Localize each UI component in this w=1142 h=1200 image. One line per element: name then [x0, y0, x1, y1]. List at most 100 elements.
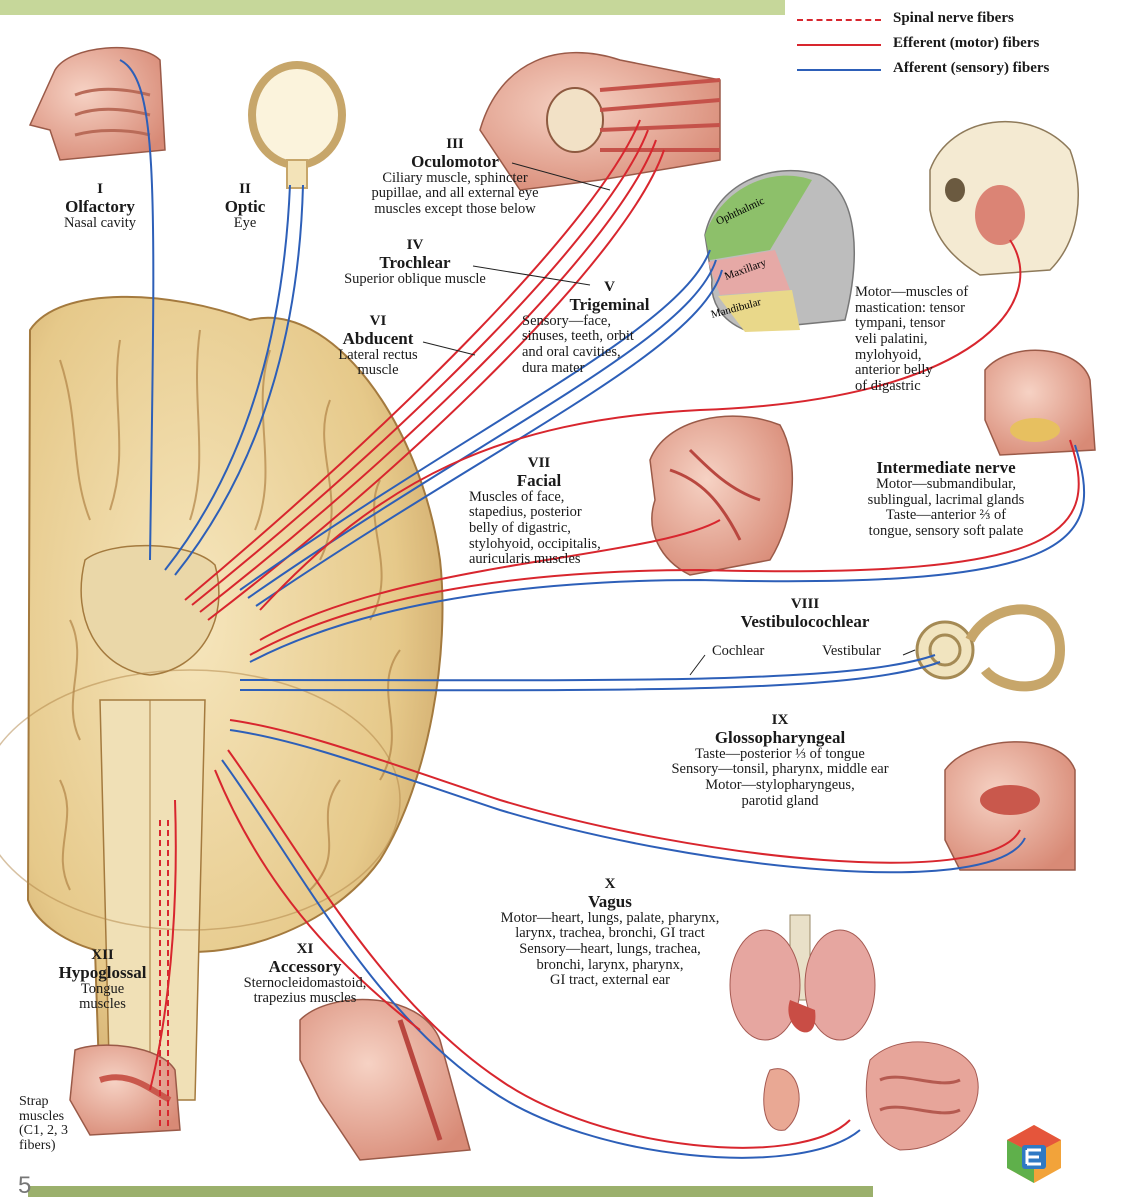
glossopharyngeal-name: Glossopharyngeal [714, 727, 846, 747]
facial-number: VII [527, 455, 551, 471]
tongue-illustration [69, 1044, 181, 1136]
legend-item-afferent: Afferent (sensory) fibers [797, 58, 1137, 83]
mastication-label: Motor—muscles of mastication: tensor tym… [855, 284, 1015, 395]
legend-label-spinal: Spinal nerve fibers [893, 10, 1014, 26]
olfactory-name: Olfactory [65, 196, 135, 216]
trochlear-name: Trochlear [379, 252, 451, 272]
pharynx-illustration [944, 741, 1076, 871]
inner-ear-illustration [915, 604, 1066, 692]
olfactory-desc: Nasal cavity [63, 214, 137, 231]
optic-desc: Eye [233, 214, 257, 231]
oculomotor-fiber-1 [184, 119, 641, 601]
page-number: 5 [18, 1172, 32, 1199]
glossopharyngeal-fiber-1 [229, 719, 1021, 864]
abducent-desc: Lateral rectus muscle [338, 346, 418, 379]
facial-name: Facial [516, 470, 562, 490]
thorax-gi-illustration [729, 914, 979, 1151]
abducent-label: VI Abducent Lateral rectus muscle [318, 313, 438, 379]
olfactory-label: I Olfactory Nasal cavity [40, 181, 160, 231]
leader-lines [422, 162, 916, 676]
cochlear-fiber [239, 654, 936, 682]
legend-swatch-spinal [797, 19, 881, 21]
legend-label-afferent: Afferent (sensory) fibers [893, 60, 1050, 76]
hypoglossal-fiber [149, 799, 177, 1091]
vagus-number: X [604, 876, 616, 892]
optic-number: II [239, 181, 251, 197]
vagus-desc: Motor—heart, lungs, palate, pharynx, lar… [500, 909, 720, 989]
legend-swatch-efferent [797, 44, 881, 46]
trigeminal-desc: Sensory—face, sinuses, teeth, orbit and … [522, 312, 634, 376]
vagus-label: X Vagus Motor—heart, lungs, palate, phar… [455, 876, 765, 989]
vagus-fiber-2 [221, 759, 861, 1159]
intermediate-nerve-name: Intermediate nerve [876, 458, 1016, 477]
legend-swatch-afferent [797, 69, 881, 71]
olfactory-number: I [97, 181, 103, 197]
trochlear-desc: Superior oblique muscle [344, 270, 486, 287]
facial-fiber [259, 519, 721, 641]
vestibulocochlear-name: Vestibulocochlear [740, 611, 870, 631]
hypoglossal-name: Hypoglossal [58, 962, 147, 982]
accessory-fiber [214, 769, 421, 1031]
intermediate-nerve-desc: Motor—submandibular, sublingual, lacrima… [867, 475, 1025, 539]
intermediate-nerve-label: Intermediate nerve Motor—submandibular, … [836, 459, 1056, 539]
oculomotor-fiber-2 [191, 129, 649, 606]
cochlear-label: Cochlear [712, 643, 765, 659]
trochlear-label: IV Trochlear Superior oblique muscle [315, 237, 515, 287]
nasal-cavity-illustration [28, 46, 166, 161]
accessory-name: Accessory [268, 956, 342, 976]
oral-cavity-illustration [984, 349, 1096, 456]
strap-muscles-label: Strap muscles (C1, 2, 3 fibers) [19, 1094, 68, 1154]
oculomotor-number: III [446, 136, 464, 152]
glossopharyngeal-fiber-2 [229, 729, 1026, 874]
trochlear-number: IV [406, 237, 424, 253]
intermediate-fiber-1 [249, 439, 1080, 656]
vestibulocochlear-number: VIII [790, 596, 820, 612]
abducent-number: VI [369, 313, 387, 329]
vagus-name: Vagus [588, 891, 632, 911]
optic-fiber-1 [164, 184, 291, 571]
facial-muscles-illustration [649, 415, 794, 576]
vestibular-fiber [239, 661, 941, 692]
facial-label: VII Facial Muscles of face, stapedius, p… [469, 455, 659, 568]
accessory-desc: Sternocleidomastoid, trapezius muscles [243, 974, 367, 1007]
oculomotor-label: III Oculomotor Ciliary muscle, sphincter… [320, 136, 590, 218]
vestibular-label: Vestibular [822, 643, 881, 659]
olfactory-fiber [119, 59, 155, 561]
legend-item-spinal: Spinal nerve fibers [797, 8, 1137, 33]
trigeminal-label: V Trigeminal Sensory—face, sinuses, teet… [522, 279, 697, 376]
mastication-desc: Motor—muscles of mastication: tensor tym… [855, 284, 969, 394]
abducent-fiber [207, 149, 665, 621]
eye-illustration [248, 61, 346, 189]
vestibulocochlear-label: VIII Vestibulocochlear [700, 596, 910, 631]
accessory-label: XI Accessory Sternocleidomastoid, trapez… [210, 941, 400, 1007]
bottom-accent-bar [28, 1186, 873, 1197]
hypoglossal-label: XII Hypoglossal Tongue muscles [40, 947, 165, 1013]
neck-illustration [299, 998, 471, 1161]
hypoglossal-number: XII [91, 947, 114, 963]
glossopharyngeal-desc: Taste—posterior ⅓ of tongue Sensory—tons… [671, 745, 889, 809]
oculomotor-name: Oculomotor [411, 151, 499, 171]
oculomotor-desc: Ciliary muscle, sphincter pupillae, and … [371, 169, 539, 217]
trigeminal-fiber-3 [255, 269, 723, 607]
legend-label-efferent: Efferent (motor) fibers [893, 35, 1040, 51]
trigeminal-head-illustration: Ophthalmic Maxillary Mandibular [704, 170, 855, 332]
legend: Spinal nerve fibers Efferent (motor) fib… [797, 8, 1137, 83]
skull-illustration [929, 121, 1079, 276]
optic-fiber-2 [174, 184, 304, 576]
top-accent-bar [0, 0, 785, 15]
accessory-number: XI [296, 941, 314, 957]
hypoglossal-desc: Tongue muscles [79, 980, 126, 1013]
trigeminal-number: V [604, 279, 615, 295]
orbit-illustration [479, 51, 721, 191]
trochlear-fiber [199, 139, 657, 613]
optic-name: Optic [224, 196, 266, 216]
glossopharyngeal-number: IX [771, 712, 789, 728]
vagus-fiber-1 [227, 749, 851, 1149]
intermediate-fiber-2 [249, 444, 1086, 663]
mastication-fiber [259, 239, 1022, 611]
glossopharyngeal-label: IX Glossopharyngeal Taste—posterior ⅓ of… [630, 712, 930, 809]
trigeminal-fiber-2 [247, 259, 717, 599]
abducent-name: Abducent [342, 328, 414, 348]
